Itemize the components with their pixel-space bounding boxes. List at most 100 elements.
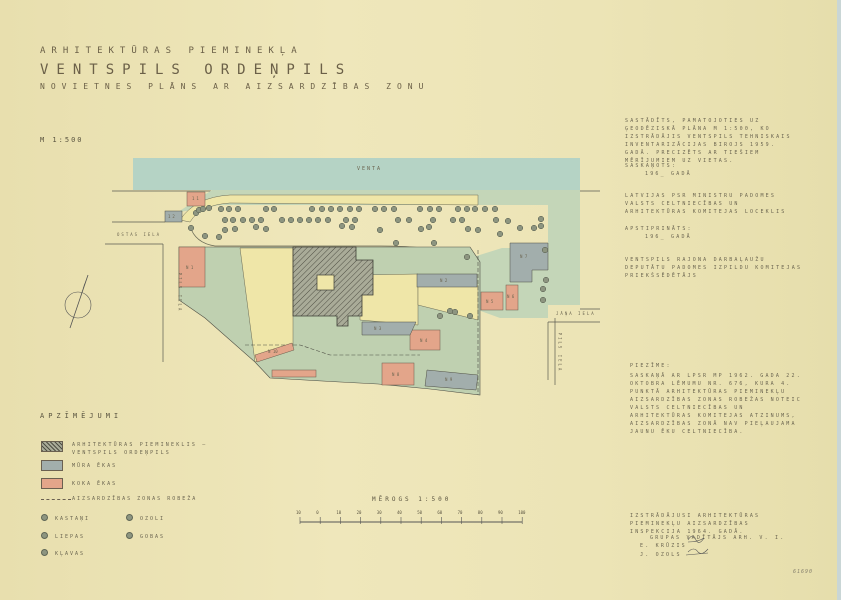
street-label-1: Ostas iela xyxy=(117,232,162,237)
tree-elm-icon xyxy=(126,532,133,539)
tree-icon xyxy=(454,205,462,213)
legend-tree-5: Kļavas xyxy=(55,551,86,557)
note-approved-year: 196_ gadā xyxy=(645,234,692,240)
note-basis: Sastādīts, pamatojoties uz ģeodēziskā pl… xyxy=(625,118,792,164)
scale-tick-label: 10 xyxy=(296,510,301,515)
scale-tick-label: 80 xyxy=(477,510,483,515)
note-signer2: J. Ozols xyxy=(640,552,682,558)
title-line3: novietnes plāns ar aizsardzības zonu xyxy=(40,82,430,91)
building-label: N 10 xyxy=(268,349,278,354)
note-agreed-label: Saskaņots: xyxy=(625,163,678,169)
tree-icon xyxy=(371,205,379,213)
tree-icon xyxy=(351,216,359,224)
tree-icon xyxy=(314,216,322,224)
tree-icon xyxy=(539,296,547,304)
tree-icon xyxy=(492,216,500,224)
tree-icon xyxy=(187,224,195,232)
tree-icon xyxy=(248,216,256,224)
tree-icon xyxy=(376,226,384,234)
tree-icon xyxy=(426,205,434,213)
note-group-lead: Grupas vadītājs arh. V. I. xyxy=(650,535,786,541)
legend-tree-1: Kastaņi xyxy=(55,516,91,522)
tree-icon xyxy=(405,216,413,224)
tree-icon xyxy=(296,216,304,224)
building-label: 12 xyxy=(168,214,177,219)
tree-icon xyxy=(491,205,499,213)
tree-icon xyxy=(270,205,278,213)
tree-icon xyxy=(429,216,437,224)
street-label-3: Jāņa iela xyxy=(556,311,596,316)
tree-icon xyxy=(537,215,545,223)
tree-icon xyxy=(435,205,443,213)
title-scale: M 1:500 xyxy=(40,136,84,144)
building-label: N 9 xyxy=(445,377,453,382)
tree-icon xyxy=(355,205,363,213)
legend-masonry: Mūra ēkas xyxy=(72,463,118,469)
building-label: 11 xyxy=(192,196,201,201)
note-agreed-year: 196_ gadā xyxy=(645,171,692,177)
tree-icon xyxy=(539,285,547,293)
tree-icon xyxy=(380,205,388,213)
legend-tree-2: Ozoli xyxy=(140,516,166,522)
scale-tick-label: 40 xyxy=(397,510,402,515)
tree-icon xyxy=(234,205,242,213)
tree-maple-icon xyxy=(41,549,48,556)
tree-icon xyxy=(217,205,225,213)
tree-icon xyxy=(463,253,471,261)
street-label-4: Pils iela xyxy=(557,332,563,373)
note-remark-label: Piezīme: xyxy=(630,363,672,369)
tree-icon xyxy=(318,205,326,213)
note-agreed-signer: Latvijas PSR Ministru Padomes Valsts cel… xyxy=(625,193,787,215)
building-label: N 8 xyxy=(392,372,400,377)
wooden-buildings xyxy=(178,191,519,386)
tree-icon xyxy=(346,205,354,213)
building-label: N 2 xyxy=(440,278,448,283)
legend-swatch-wooden xyxy=(41,478,63,489)
building-label: N 4 xyxy=(420,338,428,343)
tree-icon xyxy=(278,216,286,224)
tree-icon xyxy=(417,225,425,233)
tree-icon xyxy=(221,226,229,234)
tree-icon xyxy=(287,216,295,224)
building-label: N 7 xyxy=(520,254,528,259)
note-signer1: E. Krūzis xyxy=(640,543,687,549)
title-line2: Ventspils ordeņpils xyxy=(40,62,353,78)
note-author: Izstrādājusi arhitektūras pieminekļu aiz… xyxy=(630,513,761,535)
north-arrow-icon xyxy=(64,274,92,329)
scale-tick-label: 70 xyxy=(457,510,463,515)
building-label: N 6 xyxy=(507,294,515,299)
tree-icon xyxy=(436,312,444,320)
tree-icon xyxy=(252,223,260,231)
note-approved-signer: Ventspils rajona darbaļaužu deputātu pad… xyxy=(625,257,803,279)
tree-icon xyxy=(327,205,335,213)
tree-icon xyxy=(199,205,207,213)
tree-icon xyxy=(348,223,356,231)
tree-icon xyxy=(541,246,549,254)
scale-tick-label: 100 xyxy=(518,510,526,515)
note-approved-label: Apstiprināts: xyxy=(625,226,693,232)
legend-swatch-masonry xyxy=(41,460,63,471)
tree-icon xyxy=(463,205,471,213)
tree-icon xyxy=(516,224,524,232)
tree-icon xyxy=(458,216,466,224)
sheet-edge xyxy=(837,0,841,600)
tree-icon xyxy=(496,230,504,238)
tree-icon xyxy=(205,204,213,212)
tree-icon xyxy=(324,216,332,224)
title-line1: Arhitektūras pieminekļa xyxy=(40,46,303,56)
scale-tick-label: 20 xyxy=(356,510,362,515)
scale-tick-label: 60 xyxy=(437,510,443,515)
tree-icon xyxy=(425,223,433,231)
scale-bar xyxy=(299,517,523,524)
tree-icon xyxy=(215,233,223,241)
tree-icon xyxy=(466,312,474,320)
tree-icon xyxy=(257,216,265,224)
tree-icon xyxy=(221,216,229,224)
tree-icon xyxy=(394,216,402,224)
masonry-buildings xyxy=(164,210,549,391)
tree-icon xyxy=(305,216,313,224)
tree-oak-icon xyxy=(126,514,133,521)
tree-icon xyxy=(392,239,400,247)
tree-icon xyxy=(430,239,438,247)
